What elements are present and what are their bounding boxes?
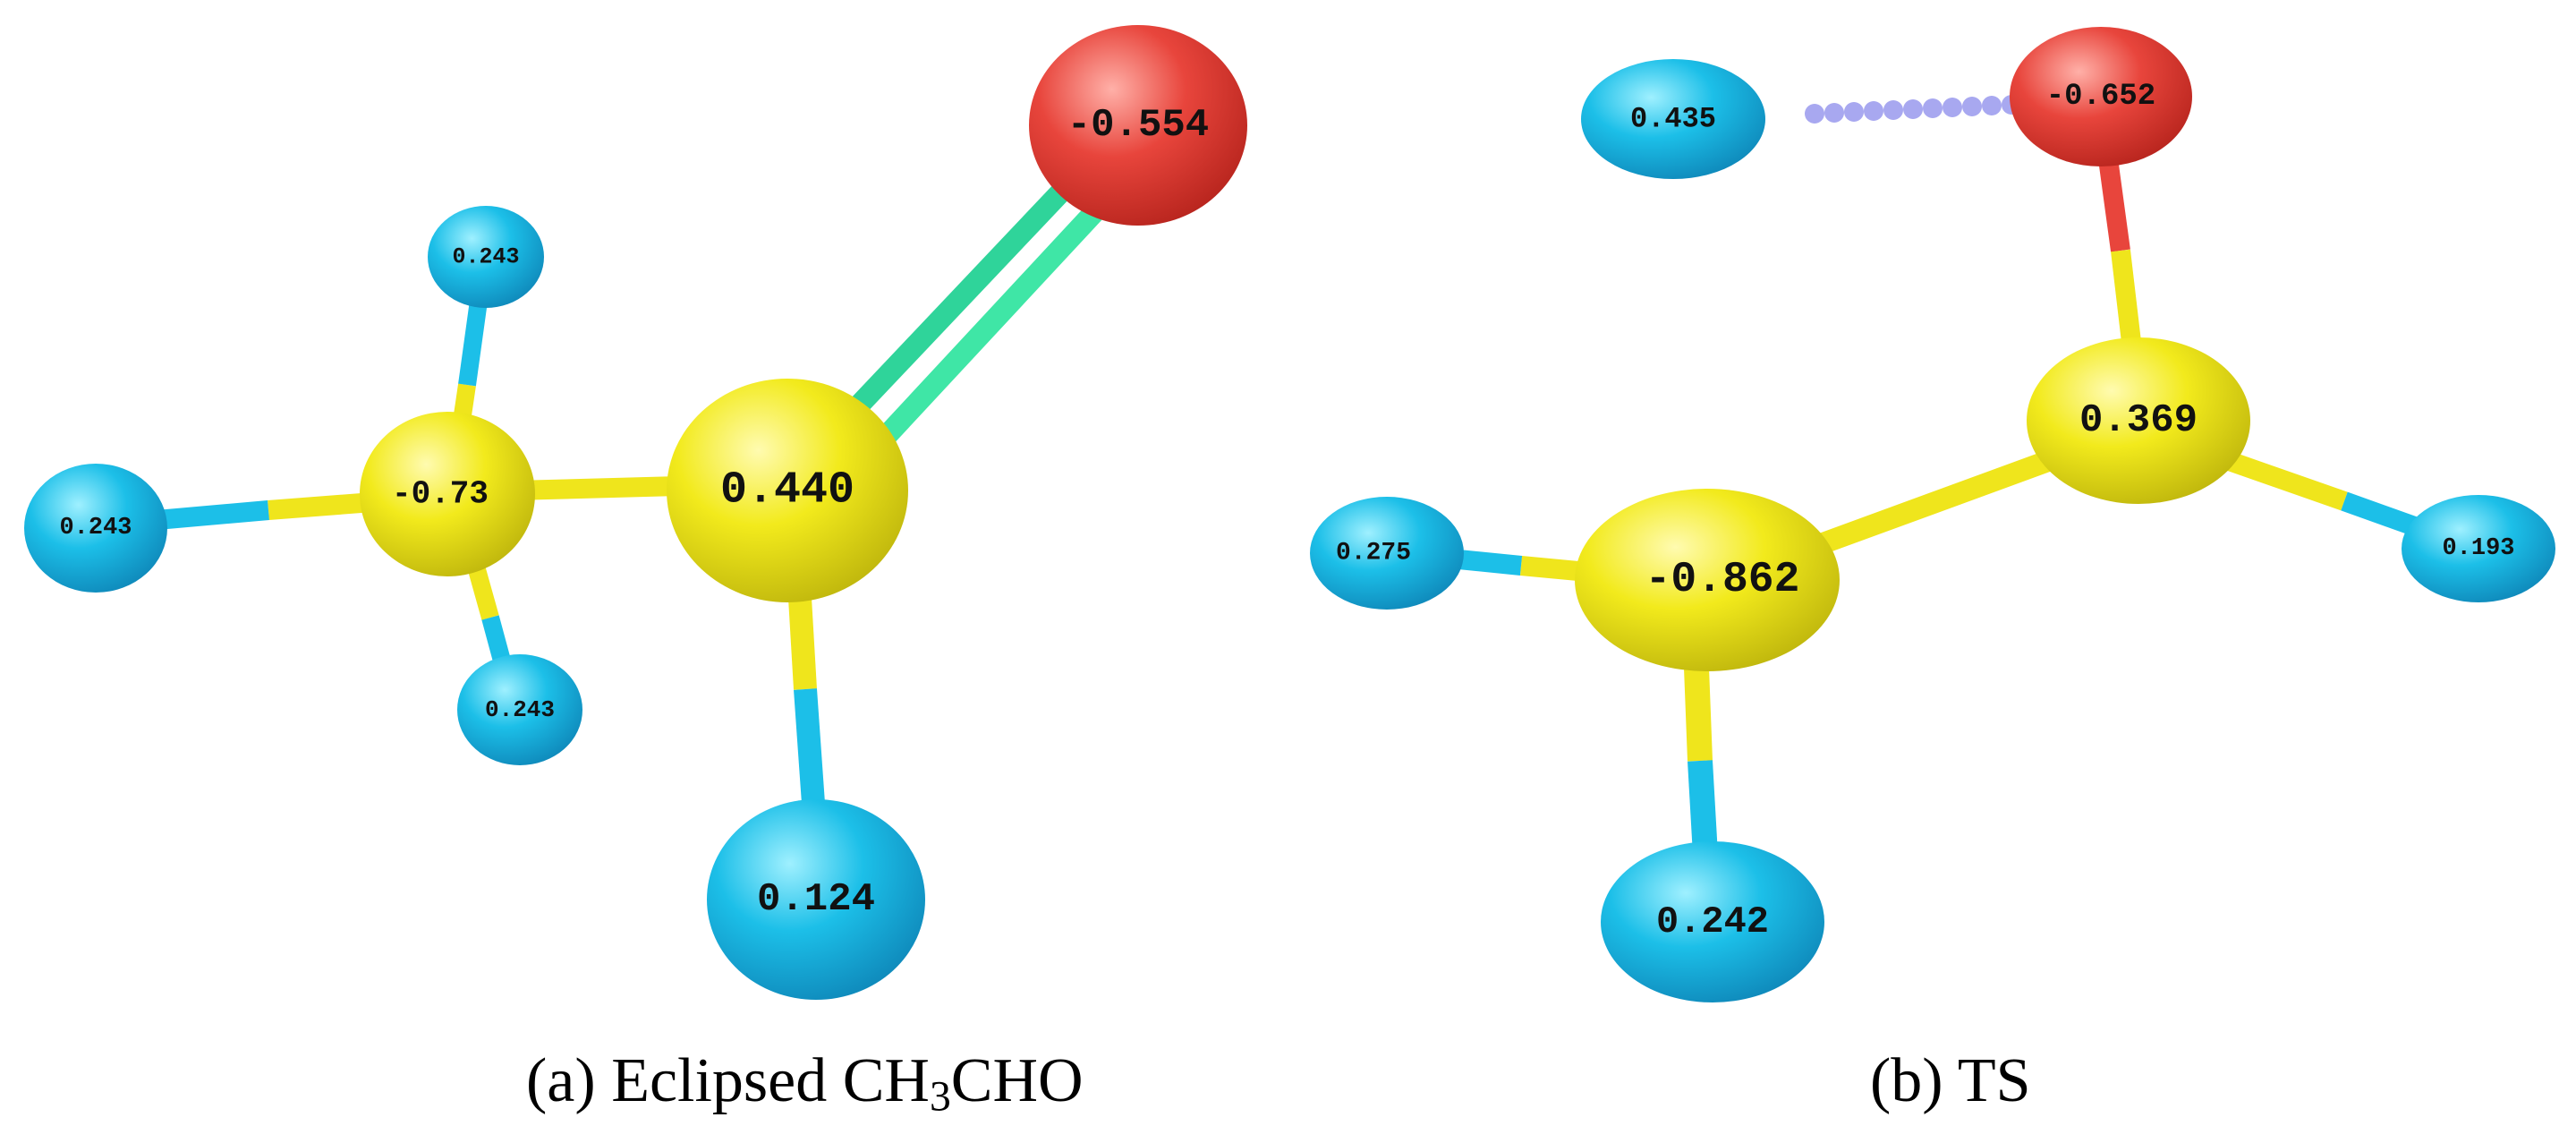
panel-a-bonds	[115, 177, 1107, 842]
charge-label-a-o: -0.554	[1067, 103, 1209, 148]
atom-b-h3	[2402, 495, 2555, 602]
charge-label-a-c1: 0.440	[720, 465, 854, 516]
caption-panel-b: (b) TS	[1870, 1045, 2031, 1117]
panel-b-atoms: 0.435 -0.652 0.369 0.193 0.275 -0.862 0.…	[1310, 27, 2555, 1002]
atom-b-c1	[2027, 337, 2250, 504]
atom-a-h3	[457, 654, 582, 765]
hydrogen-bond-b	[1805, 95, 2021, 124]
atom-a-o	[1029, 25, 1247, 226]
charge-label-b-h2: 0.275	[1336, 540, 1411, 567]
atom-a-h1	[428, 206, 544, 308]
charge-label-b-c2: -0.862	[1645, 556, 1800, 604]
caption-panel-a: (a) Eclipsed CH3CHO	[526, 1045, 1084, 1121]
charge-label-b-h4: 0.242	[1656, 900, 1769, 943]
bond-a-c1-o-2	[848, 200, 1107, 476]
atom-b-c2	[1575, 489, 1840, 671]
charge-label-a-h1: 0.243	[452, 244, 519, 270]
atom-b-h1	[1581, 59, 1765, 179]
caption-a-subscript: 3	[929, 1073, 951, 1121]
panel-b-molecule: 0.435 -0.652 0.369 0.193 0.275 -0.862 0.…	[1310, 27, 2555, 1002]
charge-label-a-h3: 0.243	[485, 696, 555, 723]
bond-b-o-c1-o	[2097, 150, 2130, 252]
charge-label-a-h2: 0.243	[59, 515, 132, 542]
atom-b-h2	[1310, 497, 1464, 610]
charge-label-a-h4: 0.124	[757, 877, 875, 922]
bond-a-c1-o-1	[812, 177, 1075, 454]
charge-label-b-h1: 0.435	[1630, 103, 1716, 136]
caption-b-text: (b) TS	[1870, 1046, 2031, 1115]
charge-label-b-o: -0.652	[2046, 80, 2155, 114]
atom-b-o	[2010, 27, 2192, 166]
panel-a-atoms: -0.554 0.243 0.243 -0.73 0.243 0.440 0.1…	[24, 25, 1247, 1000]
panel-a-molecule: -0.554 0.243 0.243 -0.73 0.243 0.440 0.1…	[24, 25, 1247, 1000]
caption-a-suffix: CHO	[950, 1046, 1084, 1115]
charge-label-b-h3: 0.193	[2442, 535, 2514, 562]
atom-a-h2	[24, 464, 167, 593]
charge-label-b-c1: 0.369	[2079, 398, 2198, 443]
atom-a-c2	[360, 412, 535, 576]
panel-b-bonds	[1394, 95, 2473, 887]
atom-b-h4	[1601, 841, 1824, 1002]
caption-a-prefix: (a) Eclipsed CH	[526, 1046, 930, 1115]
atom-a-h4	[707, 799, 925, 1000]
charge-label-a-c2: -0.73	[392, 476, 489, 513]
atom-a-c1	[667, 379, 908, 602]
